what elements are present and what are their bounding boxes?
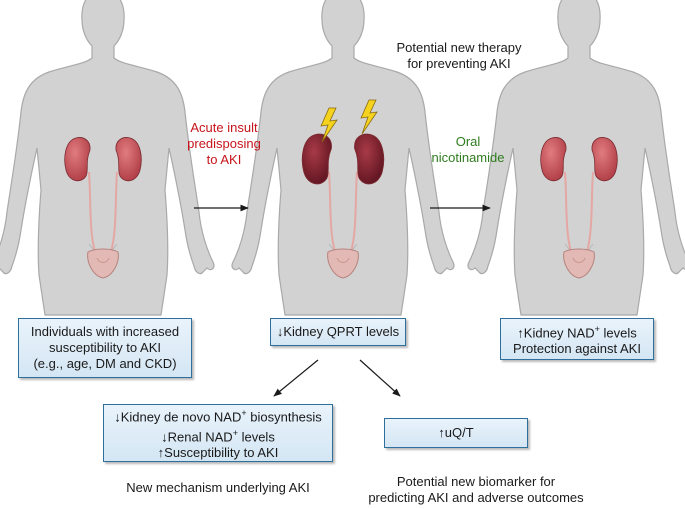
therapy-label: Potential new therapy for preventing AKI [384,40,534,72]
insult-label-line-3: to AKI [206,152,242,167]
susceptibility-line-2: susceptibility to AKI [49,340,161,355]
mechanism-caption: New mechanism underlying AKI [110,480,326,496]
mechanism-line-3: ↑Susceptibility to AKI [157,445,279,461]
right-kidney [591,137,618,182]
uqt-line: ↑uQ/T [438,425,474,440]
mechanism-box: ↓Kidney de novo NAD+ biosynthesis ↓Renal… [103,404,333,462]
oral-nicotinamide-label: Oral nicotinamide [420,134,516,166]
lightning-icon [320,107,338,143]
left-kidney [540,137,567,182]
oral-label-line-1: Oral [455,134,481,149]
left-kidney [301,133,332,185]
bladder [327,248,359,279]
therapy-label-line-1: Potential new therapy [396,40,522,55]
protection-line-1: ↑Kidney NAD+ levels [517,323,637,341]
oral-label-line-2: nicotinamide [431,150,505,165]
biomarker-caption: Potential new biomarker for predicting A… [366,474,586,506]
qprt-line: ↓Kidney QPRT levels [276,324,400,339]
figure-acute-insult [231,0,455,316]
susceptibility-line-1: Individuals with increased [30,324,180,339]
left-ureter [88,171,96,253]
right-ureter [586,171,594,253]
protection-line-2: Protection against AKI [513,341,641,357]
right-kidney [115,137,142,182]
therapy-label-line-2: for preventing AKI [407,56,511,71]
uqt-box: ↑uQ/T [384,418,528,448]
left-kidney [64,137,91,182]
arrow-to-biomarker [359,359,401,397]
figure-protected [467,0,685,316]
arrow-to-mechanism [273,359,319,397]
mechanism-line-1: ↓Kidney de novo NAD+ biosynthesis [114,407,322,424]
bladder [563,248,595,279]
mechanism-line-2: ↓Renal NAD+ levels [161,428,275,445]
bladder-detail [96,257,110,263]
bladder-detail [336,257,350,263]
bladder [87,248,119,279]
biomarker-caption-line-2: predicting AKI and adverse outcomes [368,490,584,505]
insult-label-line-2: predisposing [187,136,261,151]
left-ureter [564,171,572,253]
qprt-box: ↓Kidney QPRT levels [270,318,406,346]
insult-label-line-1: Acute insult [190,120,258,135]
right-ureter [110,171,118,253]
insult-label: Acute insult predisposing to AKI [178,120,270,168]
right-kidney [354,133,385,185]
figure-baseline [0,0,215,316]
right-ureter [350,171,358,253]
left-ureter [328,171,336,253]
lightning-icon [360,99,378,135]
biomarker-caption-line-1: Potential new biomarker for [396,474,556,489]
mechanism-caption-text: New mechanism underlying AKI [126,480,310,495]
susceptibility-line-3: (e.g., age, DM and CKD) [33,356,177,371]
protection-box: ↑Kidney NAD+ levels Protection against A… [500,318,654,360]
bladder-detail [572,257,586,263]
susceptibility-box: Individuals with increased susceptibilit… [18,318,192,378]
